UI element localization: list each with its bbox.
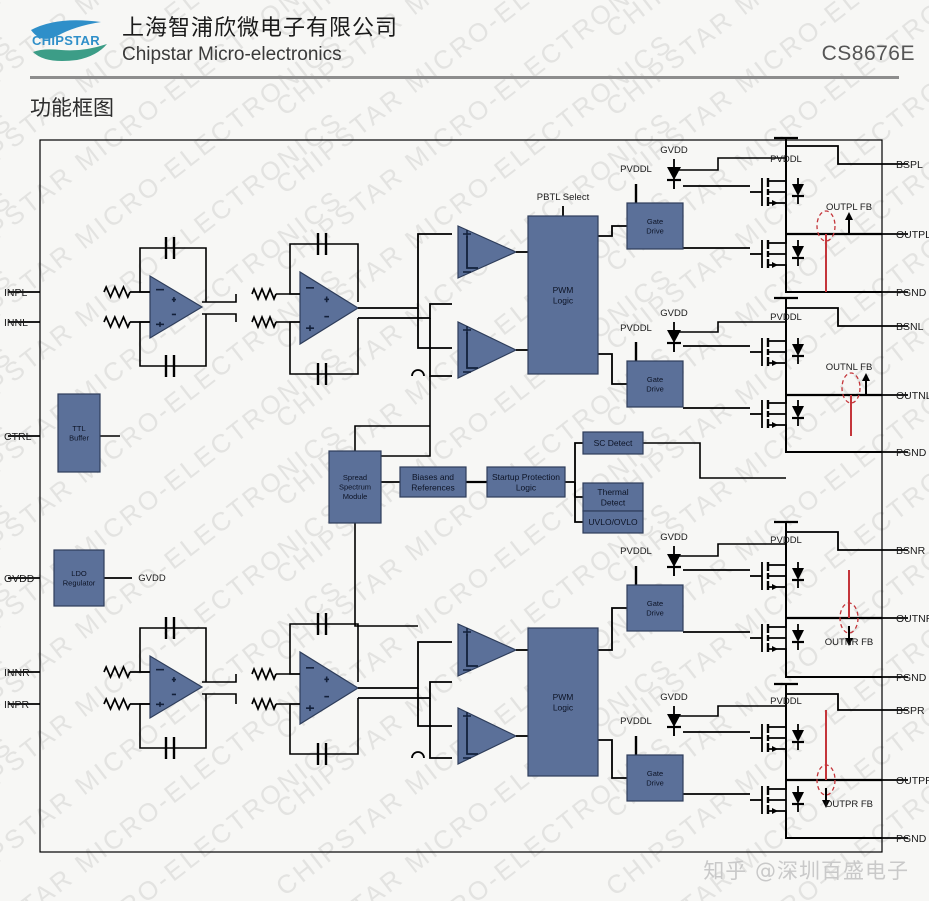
block-diagram-canvas: TTLBufferLDORegulatorPWMLogicPWMLogicGat… [4, 136, 929, 853]
pin-right-bspl-0: BSPL [896, 159, 923, 171]
wire-label-outnl-fb: OUTNL FB [826, 362, 873, 373]
diagram-static-artwork [8, 136, 908, 853]
company-name-en: Chipstar Micro-electronics [122, 44, 342, 65]
wire-label-outpr-fb: OUTPR FB [825, 799, 873, 810]
block-label: Module [343, 492, 368, 501]
pin-left-inpr-5: INPR [4, 699, 30, 711]
wire-label-gvdd-1: GVDD [660, 145, 688, 156]
wire-label-gvdd-3: GVDD [660, 532, 688, 543]
block-label: Gate [647, 375, 663, 384]
block-label: Buffer [69, 433, 89, 442]
block-label: Biases and [412, 472, 454, 482]
pin-right-pgnd-2: PGND [896, 287, 927, 299]
block-label: PWM [553, 285, 574, 295]
block-label: LDO [71, 569, 87, 578]
pin-right-pgnd-5: PGND [896, 447, 927, 459]
wire-label-pvddl-4: PVDDL [620, 716, 652, 727]
pin-right-pgnd-11: PGND [896, 833, 927, 845]
block-sc-detect: SC Detect [582, 431, 644, 455]
block-label: Startup Protection [492, 472, 560, 482]
wire-label-pvddl-3: PVDDL [620, 546, 652, 557]
diagram-pin-layer: INPL INNL CTRL GVDD INNR INPR BSPL OUTPL PGND BSN… [4, 159, 929, 845]
wire-label-pvddl-2: PVDDL [620, 323, 652, 334]
wire-label-gvdd-4: GVDD [660, 692, 688, 703]
block-label: Detect [601, 497, 626, 507]
wire-label-pbtl-select: PBTL Select [537, 192, 590, 203]
pin-right-bsnr-6: BSNR [896, 545, 926, 557]
part-number: CS8676E [821, 42, 915, 65]
block-label: Spectrum [339, 483, 371, 492]
diagram-wire-label-layer: PBTL SelectGVDDPVDDLPVDDLPVDDLPVDDLPVDDL… [138, 145, 873, 810]
zhihu-watermark: 知乎 @深圳百盛电子 [703, 859, 909, 883]
page-title: 功能框图 [30, 96, 114, 120]
header-divider [30, 76, 899, 79]
block-label: PWM [553, 692, 574, 702]
pin-right-outpl-1: OUTPL [896, 229, 929, 241]
pin-right-bsnl-3: BSNL [896, 321, 924, 333]
wire-label-pvddl-1: PVDDL [620, 164, 652, 175]
block-label: Logic [553, 702, 574, 712]
block-label: Logic [553, 295, 574, 305]
block-label: Gate [647, 599, 663, 608]
block-label: SC Detect [594, 438, 633, 448]
company-name-group: 上海智浦欣微电子有限公司 Chipstar Micro-electronics [122, 16, 398, 67]
block-label: Drive [646, 778, 664, 787]
chipstar-logo: CHIPSTAR [27, 14, 115, 64]
block-label: Thermal [597, 487, 628, 497]
block-label: Logic [516, 482, 537, 492]
block-label: References [411, 482, 454, 492]
pin-right-outnl-4: OUTNL [896, 390, 929, 402]
pin-right-outpr-10: OUTPR [896, 775, 929, 787]
chipstar-logo-text: CHIPSTAR [32, 33, 100, 48]
block-label: Drive [646, 384, 664, 393]
pin-right-bspr-9: BSPR [896, 705, 925, 717]
wire-label-pvddl-m2: PVDDL [770, 312, 802, 323]
wire-label-gvdd-out: GVDD [138, 573, 166, 584]
page-header: CHIPSTAR 上海智浦欣微电子有限公司 Chipstar Micro-ele… [0, 0, 929, 80]
pin-left-gvdd-3: GVDD [4, 573, 35, 585]
pin-left-innr-4: INNR [4, 667, 30, 679]
block-label: Drive [646, 226, 664, 235]
pin-right-outnr-7: OUTNR [896, 613, 929, 625]
block-uvlo-ovlo: UVLO/OVLO [582, 510, 644, 534]
pin-left-ctrl-2: CTRL [4, 431, 32, 443]
pin-right-pgnd-8: PGND [896, 672, 927, 684]
wire-label-outpl-fb: OUTPL FB [826, 202, 872, 213]
wire-label-pvddl-m1: PVDDL [770, 154, 802, 165]
diagram-block-layer: TTLBufferLDORegulatorPWMLogicPWMLogicGat… [53, 202, 684, 802]
wire-label-outnr-fb: OUTNR FB [825, 637, 874, 648]
wire-label-gvdd-2: GVDD [660, 308, 688, 319]
block-label: Drive [646, 608, 664, 617]
block-label: Gate [647, 217, 663, 226]
pin-left-innl-1: INNL [4, 317, 28, 329]
block-label: Regulator [63, 578, 96, 587]
wire-label-pvddl-m4: PVDDL [770, 696, 802, 707]
wire-label-pvddl-m3: PVDDL [770, 535, 802, 546]
block-label: TTL [72, 424, 85, 433]
pin-left-inpl-0: INPL [4, 287, 28, 299]
block-label: Gate [647, 769, 663, 778]
block-label: Spread [343, 473, 367, 482]
block-label: UVLO/OVLO [588, 517, 638, 527]
company-name-cn: 上海智浦欣微电子有限公司 [122, 16, 399, 41]
